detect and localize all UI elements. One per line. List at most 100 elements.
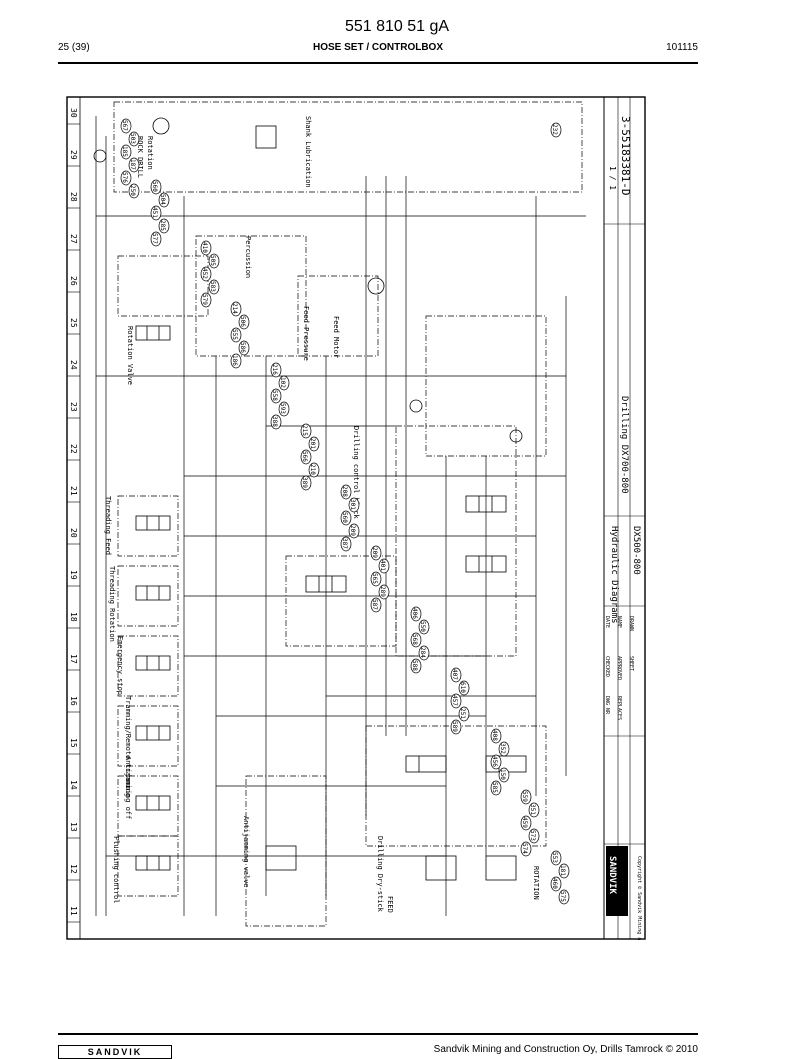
grid-column-label: 24	[69, 360, 78, 370]
callout-number: 560	[341, 512, 348, 523]
callout-circle	[418, 645, 430, 661]
callout-number: 451	[151, 207, 158, 218]
title-line-2: Drilling DX700-800	[619, 396, 629, 494]
callout-circle	[340, 484, 352, 500]
callout-circle	[340, 536, 352, 552]
callout-number: 573	[529, 830, 536, 841]
callout-number: 102	[279, 377, 286, 388]
callout-circle	[270, 388, 282, 404]
callout-circle	[278, 375, 290, 391]
callout-number: 150	[499, 769, 506, 780]
callout-circle	[150, 231, 162, 247]
grid-column-label: 13	[69, 822, 78, 832]
callout-circle	[528, 828, 540, 844]
title-block-label: DATE	[604, 616, 610, 628]
callout-circle	[230, 327, 242, 343]
footer-rule	[58, 1033, 698, 1035]
callout-circle	[458, 706, 470, 722]
drilling-dry-stick-label: Drilling Dry-stick	[376, 836, 384, 913]
document-number: 551 810 51 gA	[344, 18, 450, 35]
callout-number: 566	[301, 451, 308, 462]
section-title: HOSE SET / CONTROLBOX	[312, 42, 443, 53]
callout-circle	[550, 850, 562, 866]
callout-number: 589	[451, 721, 458, 732]
feed-label: FEED	[386, 896, 394, 913]
callout-number: 209	[349, 525, 356, 536]
callout-circle	[270, 414, 282, 430]
callout-circle	[200, 266, 212, 282]
callout-number: 457	[451, 695, 458, 706]
flushing-control-label: Flushing control	[112, 836, 120, 903]
callout-circle	[370, 597, 382, 613]
callout-number: 555	[231, 329, 238, 340]
callout-circle	[520, 789, 532, 805]
callout-number: 215	[301, 425, 308, 436]
callout-number: 583	[209, 281, 216, 292]
callout-circle	[120, 144, 132, 160]
callout-circle	[450, 693, 462, 709]
callout-circle	[558, 889, 570, 905]
callout-circle	[120, 170, 132, 186]
callout-circle	[410, 658, 422, 674]
feed-pressure-label: Feed Pressure	[302, 306, 310, 361]
callout-number: 387	[341, 538, 348, 549]
callout-circle	[450, 667, 462, 683]
grid-column-label: 27	[69, 234, 78, 244]
rotation-valve-label: Rotation Valve	[126, 326, 134, 385]
sheet-number: 1 / 1	[608, 166, 617, 190]
callout-number: 208	[341, 486, 348, 497]
callout-number: 565	[371, 573, 378, 584]
grid-column-label: 28	[69, 192, 78, 202]
callout-number: 181	[559, 865, 566, 876]
callout-circle	[300, 475, 312, 491]
header-date: 101115	[666, 42, 698, 53]
callout-number: 186	[231, 355, 238, 366]
rock-drill-label: ROCK DRILL	[136, 136, 144, 178]
callout-number: 588	[411, 660, 418, 671]
callout-number: 460	[551, 878, 558, 889]
tramming-remote-label: Tramming/Remote tramming	[124, 696, 132, 797]
callout-circle	[238, 314, 250, 330]
grid-column-label: 30	[69, 108, 78, 118]
title-block-label: SHEET	[628, 656, 634, 671]
callout-circle	[490, 728, 502, 744]
feed-motor-label: Feed Motor	[332, 316, 340, 358]
title-block-label: DRAWN	[628, 616, 634, 631]
callout-number: 285	[159, 220, 166, 231]
callout-number: 567	[121, 120, 128, 131]
callout-number: 574	[521, 843, 528, 854]
callout-circle	[270, 362, 282, 378]
title-block-label: REPLACES	[616, 696, 622, 720]
callout-number: 201	[309, 438, 316, 449]
callout-number: 577	[151, 233, 158, 244]
callout-number: 506	[239, 316, 246, 327]
callout-circle	[490, 780, 502, 796]
callout-circle	[158, 192, 170, 208]
callout-circle	[278, 401, 290, 417]
callout-circle	[340, 510, 352, 526]
callout-number: 407	[451, 669, 458, 680]
grid-column-label: 29	[69, 150, 78, 160]
callout-circle	[378, 558, 390, 574]
callout-circle	[490, 754, 502, 770]
grid-column-label: 21	[69, 486, 78, 496]
callout-circle	[520, 815, 532, 831]
threading-feed-label: Threading Feed	[104, 496, 112, 555]
callout-circle	[128, 183, 140, 199]
callout-number: 568	[411, 634, 418, 645]
callout-number: 452	[201, 268, 208, 279]
grid-column-label: 25	[69, 318, 78, 328]
callout-number: 560	[151, 181, 158, 192]
percussion-label: Percussion	[244, 236, 252, 278]
callout-circle	[498, 767, 510, 783]
callout-circle	[348, 497, 360, 513]
grid-column-label: 19	[69, 570, 78, 580]
grid-column-label: 23	[69, 402, 78, 412]
drawing-number: 3-55183381-D	[619, 116, 632, 195]
callout-circle	[550, 122, 562, 138]
page-header: 25 (39) HOSE SET / CONTROLBOX 101115	[58, 40, 698, 60]
callout-number: 610	[459, 682, 466, 693]
title-line-1: Hydraulic Diagrams	[609, 526, 619, 624]
callout-number: 209	[371, 547, 378, 558]
